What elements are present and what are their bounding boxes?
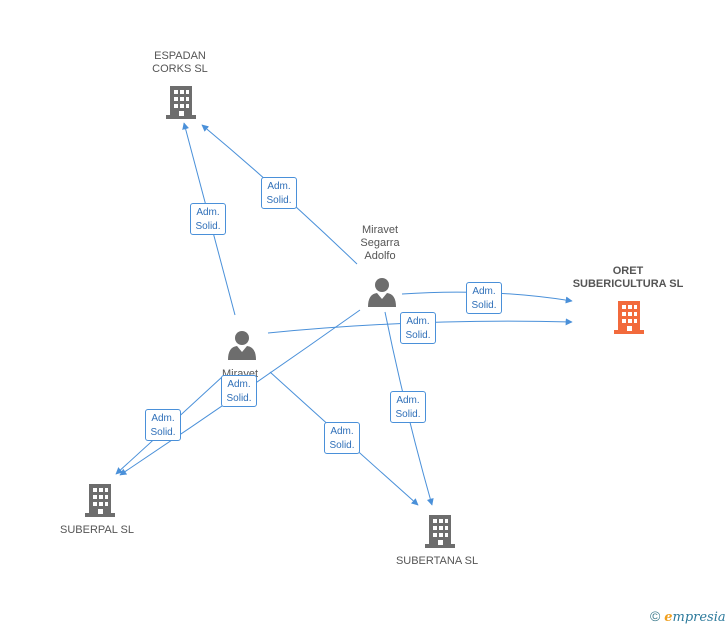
edge-label[interactable]: Adm. Solid.	[145, 409, 181, 441]
edge-label[interactable]: Adm. Solid.	[190, 203, 226, 235]
edge-label[interactable]: Adm. Solid.	[466, 282, 502, 314]
edge-label[interactable]: Adm. Solid.	[221, 375, 257, 407]
copyright-symbol: ©	[650, 608, 661, 624]
person-icon[interactable]	[228, 331, 256, 360]
node-label-suberpal[interactable]: SUBERPAL SL	[60, 524, 134, 536]
building-icon[interactable]	[85, 484, 115, 517]
building-icon[interactable]	[166, 86, 196, 119]
node-label-subertana[interactable]: SUBERTANA SL	[395, 555, 479, 567]
building-icon[interactable]	[425, 515, 455, 548]
building-icon[interactable]	[614, 301, 644, 334]
node-label-miravet-adolfo[interactable]: Miravet Segarra Adolfo	[360, 224, 400, 262]
brand-watermark: © empresia	[650, 608, 726, 625]
edge-label[interactable]: Adm. Solid.	[390, 391, 426, 423]
edge-label[interactable]: Adm. Solid.	[400, 312, 436, 344]
person-icon[interactable]	[368, 278, 396, 307]
edge-label[interactable]: Adm. Solid.	[261, 177, 297, 209]
node-label-espadan[interactable]: ESPADAN CORKS SL	[152, 50, 208, 75]
node-label-oret[interactable]: ORET SUBERICULTURA SL	[572, 265, 684, 290]
edge-label[interactable]: Adm. Solid.	[324, 422, 360, 454]
brand-logo: empresia	[664, 610, 726, 625]
